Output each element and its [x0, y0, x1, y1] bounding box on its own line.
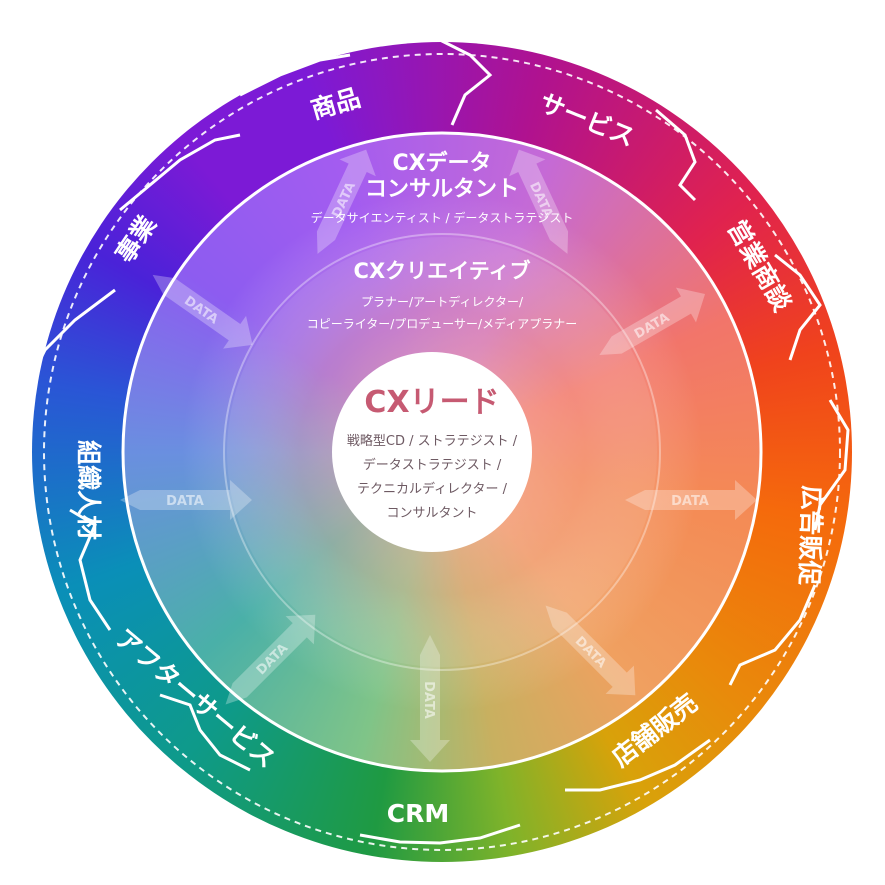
outer-dashed-ring: [43, 53, 841, 851]
inner-ring-border: [121, 131, 763, 773]
cx-data-title: CXデータ: [392, 150, 491, 176]
cx-lead-role-1: 戦略型CD / ストラテジスト /: [347, 433, 518, 449]
cx-lead-role-3: テクニカルディレクター /: [357, 481, 508, 497]
creative-ring-border: [223, 233, 661, 671]
data-arrow-bottom: DATA: [410, 635, 450, 762]
cx-creative-title: CXクリエイティブ: [354, 259, 531, 283]
cx-lead-role-2: データストラテジスト /: [363, 457, 502, 473]
data-arrow-left: DATA: [120, 480, 252, 520]
cx-lead-circle: [332, 352, 532, 552]
data-arrow-right: DATA: [625, 480, 757, 520]
cx-data-roles: データサイエンティスト / データストラテジスト: [311, 210, 574, 225]
svg-text:DATA: DATA: [166, 494, 204, 509]
cx-creative-roles-1: プラナー/アートディレクター/: [361, 294, 524, 309]
segment-label-crm: CRM: [387, 799, 449, 828]
segment-label-ad-promotion: 広告販促: [794, 485, 826, 586]
svg-text:DATA: DATA: [421, 681, 436, 719]
cx-data-subtitle: コンサルタント: [365, 177, 519, 202]
segment-label-organization: 組織人材: [74, 440, 103, 540]
chevron-separators: [28, 38, 850, 845]
svg-text:DATA: DATA: [671, 494, 709, 509]
cx-creative-roles-2: コピーライター/プロデューサー/メディアプラナー: [307, 316, 578, 331]
cx-lead-role-4: コンサルタント: [386, 506, 477, 521]
cx-lead-title: CXリード: [364, 385, 499, 420]
